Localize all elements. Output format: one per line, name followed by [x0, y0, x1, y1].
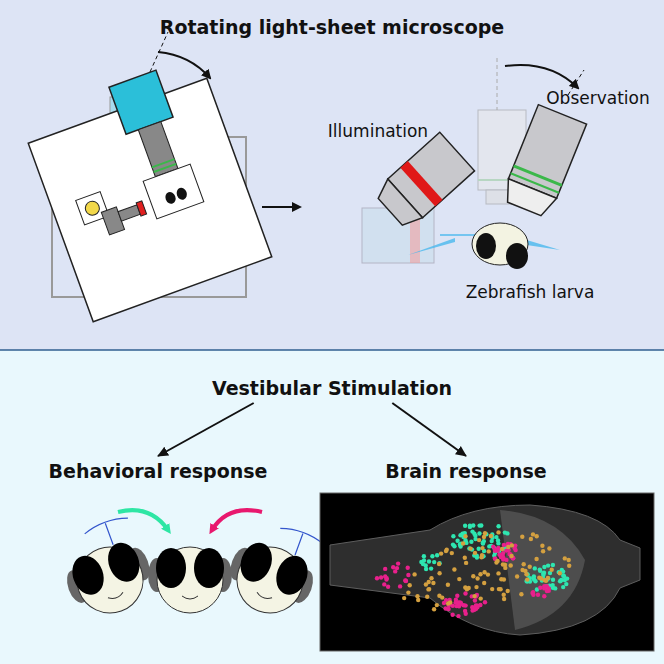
flow-arrow: [158, 403, 254, 456]
transition-arrow: [262, 206, 300, 208]
heading-node: Behavioral response: [45, 458, 272, 484]
larva-head: [51, 513, 160, 625]
top-panel: [0, 0, 664, 350]
larva-head: [148, 547, 232, 613]
larva-head: [219, 513, 328, 625]
heading-text: Brain response: [385, 460, 546, 482]
brain-map: [320, 493, 654, 651]
heading-node: Brain response: [381, 458, 550, 484]
heading-text: Behavioral response: [49, 460, 268, 482]
part-label: Illumination: [328, 121, 428, 141]
title: Rotating light-sheet microscope: [160, 16, 504, 38]
part-label: Zebrafish larva: [466, 282, 595, 302]
heading-node: Vestibular Stimulation: [208, 375, 456, 401]
heading-text: Vestibular Stimulation: [212, 377, 452, 399]
rotating-plate: [20, 55, 272, 322]
illumination-objective: [373, 132, 475, 231]
observation-objective: [500, 105, 586, 219]
part-label: Observation: [546, 88, 650, 108]
panel-divider: [0, 349, 664, 351]
flow-arrow: [392, 403, 466, 456]
larva-head: [472, 223, 528, 269]
